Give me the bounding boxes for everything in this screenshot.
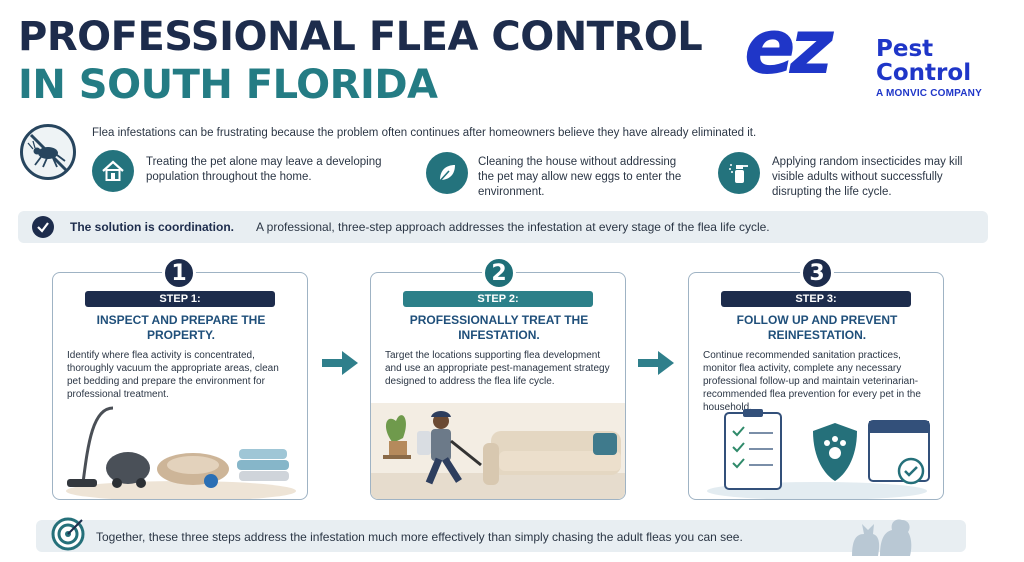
ez-pest-control-logo: ez Pest Control A MONVIC COMPANY [742,2,1012,105]
intro-text: Flea infestations can be frustrating bec… [92,127,757,139]
logo-mark: ez [744,2,834,91]
leaf-icon [426,152,468,194]
step-description-1: Identify where flea activity is concentr… [67,350,279,400]
cat-and-dog-icon [852,519,912,556]
step-heading-3: FOLLOW UP AND PREVENT REINFESTATION. [736,313,898,342]
logo-word-control: Control [876,60,972,86]
solution-text: A professional, three-step approach addr… [256,220,770,234]
arrow-right-icon [638,351,674,375]
step-label-2: STEP 2: [403,291,593,307]
issue-text-3: Applying random insecticides may kill vi… [772,156,963,198]
spray-bottle-icon [718,152,760,194]
solution-banner: The solution is coordination. A professi… [18,211,988,243]
summary-text: Together, these three steps address the … [96,530,743,544]
no-flea-icon [20,124,76,180]
step-label-1: STEP 1: [85,291,275,307]
step-description-3: Continue recommended sanitation practice… [703,350,921,413]
solution-heading: The solution is coordination. [70,220,234,234]
issue-text-2: Cleaning the house without addressing th… [478,156,682,198]
cleaning-supplies-illustration [66,406,296,499]
technician-treating-illustration [371,403,625,499]
step-number-2: 2 [482,256,516,290]
page-title-line-2: IN SOUTH FLORIDA [18,62,438,108]
page-title-line-1: PROFESSIONAL FLEA CONTROL [18,14,703,60]
issue-text-1: Treating the pet alone may leave a devel… [146,156,382,183]
check-icon [32,216,54,238]
logo-tagline: A MONVIC COMPANY [876,88,982,99]
step-label-3: STEP 3: [721,291,911,307]
step-heading-1: INSPECT AND PREPARE THE PROPERTY. [96,313,266,342]
step-card-2: STEP 2: PROFESSIONALLY TREAT THE INFESTA… [370,272,626,500]
followup-prevention-illustration [707,409,930,499]
summary-banner [36,520,966,552]
step-card-3: STEP 3: FOLLOW UP AND PREVENT REINFESTAT… [688,272,944,500]
arrow-right-icon [322,351,358,375]
step-number-1: 1 [162,256,196,290]
step-description-2: Target the locations supporting flea dev… [385,350,610,387]
step-card-1: STEP 1: INSPECT AND PREPARE THE PROPERTY… [52,272,308,500]
step-number-3: 3 [800,256,834,290]
target-icon [51,517,85,551]
step-heading-2: PROFESSIONALLY TREAT THE INFESTATION. [409,313,589,342]
logo-word-pest: Pest [876,36,934,62]
house-icon [92,150,134,192]
